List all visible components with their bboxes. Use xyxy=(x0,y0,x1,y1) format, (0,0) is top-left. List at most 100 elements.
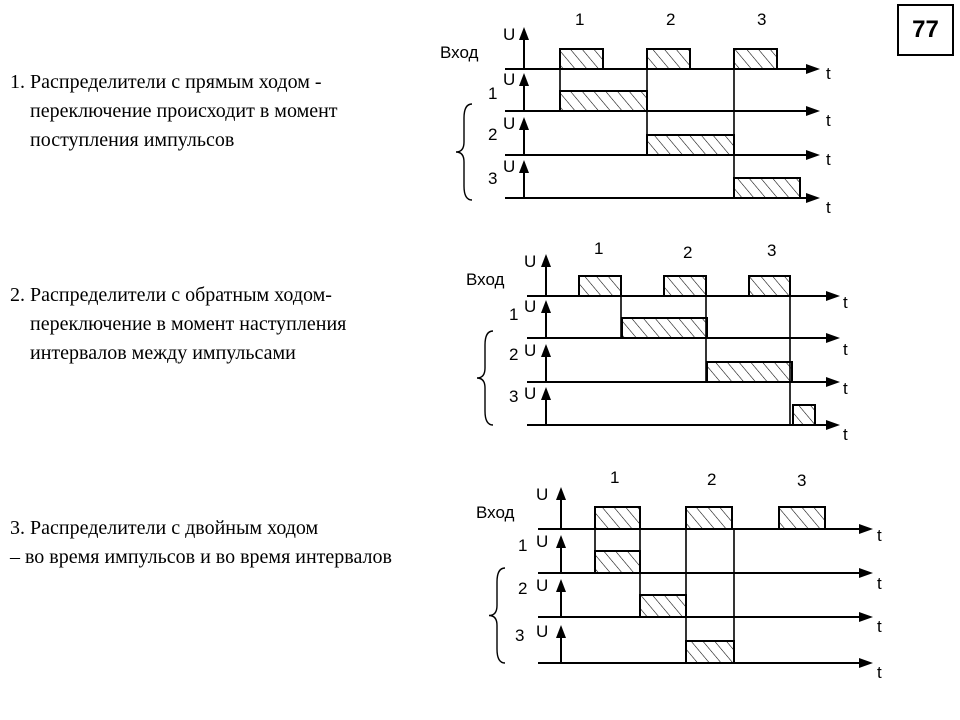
diagram-2-output-brace xyxy=(476,330,494,426)
section-3-line-1: 3. Распределители с двойным ходом xyxy=(10,517,319,539)
diagram-2-u-label-2: U xyxy=(524,341,536,360)
diagram-1-input-pulse-2 xyxy=(646,48,691,70)
diagram-1-u-label-3: U xyxy=(503,157,515,176)
diagram-1-output-brace xyxy=(455,103,473,201)
section-2-line-1: 2. Распределители с обратным ходом- xyxy=(10,284,332,306)
diagram-1-u-axis-3-arrow xyxy=(519,160,529,173)
section-2-line-3: интервалов между импульсами xyxy=(30,342,296,364)
diagram-2-time-axis-1-arrow xyxy=(826,333,840,343)
diagram-2-output-number-2: 2 xyxy=(509,345,518,364)
diagram-3-u-label-3: U xyxy=(536,622,548,641)
diagram-1-time-axis-1-arrow xyxy=(806,106,820,116)
diagram-1-t-label-2: t xyxy=(826,150,831,169)
diagram-1-time-axis-2-arrow xyxy=(806,150,820,160)
diagram-1-t-label-0: t xyxy=(826,64,831,83)
diagram-3-t-label-1: t xyxy=(877,574,882,593)
diagram-2-input-pulse-1 xyxy=(578,275,622,297)
diagram-2-u-label-3: U xyxy=(524,384,536,403)
diagram-1-u-axis-0-arrow xyxy=(519,27,529,40)
diagram-1-output-2-pulse-1 xyxy=(646,134,735,156)
diagram-1-pulse-number-2: 2 xyxy=(666,10,675,29)
diagram-2-u-axis-0-arrow xyxy=(541,254,551,267)
diagram-1-output-number-3: 3 xyxy=(488,169,497,188)
diagram-1-time-axis-3-arrow xyxy=(806,193,820,203)
diagram-2-output-1-pulse-1 xyxy=(621,317,708,339)
diagram-2-time-axis-3-arrow xyxy=(826,420,840,430)
diagram-3-time-axis-2-arrow xyxy=(859,612,873,622)
diagram-3-t-label-0: t xyxy=(877,526,882,545)
diagram-3-input-pulse-1 xyxy=(594,506,641,530)
diagram-1-input-pulse-1 xyxy=(559,48,604,70)
section-2-description: 2. Распределители с обратным ходом- пере… xyxy=(10,281,346,368)
diagram-3-u-axis-1-arrow xyxy=(556,535,566,548)
diagram-2-input-label: Вход xyxy=(466,270,505,289)
diagram-3-input-pulse-2 xyxy=(685,506,733,530)
diagram-1-t-label-1: t xyxy=(826,111,831,130)
diagram-2-output-number-3: 3 xyxy=(509,387,518,406)
diagram-1-output-number-2: 2 xyxy=(488,125,497,144)
diagram-3-u-label-2: U xyxy=(536,576,548,595)
diagram-2-output-number-1: 1 xyxy=(509,305,518,324)
diagram-3-pulse-number-1: 1 xyxy=(610,468,619,487)
diagram-2-t-label-1: t xyxy=(843,340,848,359)
section-1-line-3: поступления импульсов xyxy=(30,129,235,151)
diagram-3-output-3-pulse-1 xyxy=(685,640,735,664)
page-number-badge: 77 xyxy=(897,4,954,56)
diagram-3-u-axis-3-arrow xyxy=(556,625,566,638)
diagram-2-output-2-pulse-1 xyxy=(706,361,793,383)
diagram-3-time-axis-1-arrow xyxy=(859,568,873,578)
diagram-3-u-label-0: U xyxy=(536,485,548,504)
diagram-2-time-axis-2-arrow xyxy=(826,377,840,387)
page-number: 77 xyxy=(912,16,939,43)
diagram-3-u-axis-0-arrow xyxy=(556,487,566,500)
diagram-2-pulse-number-3: 3 xyxy=(767,241,776,260)
diagram-2-t-label-3: t xyxy=(843,425,848,444)
diagram-3-time-axis-3-arrow xyxy=(859,658,873,668)
diagram-3-u-axis-2-arrow xyxy=(556,579,566,592)
section-1-line-2: переключение происходит в момент xyxy=(30,100,338,122)
diagram-2-output-3-pulse-1 xyxy=(792,404,816,426)
diagram-1-u-label-1: U xyxy=(503,70,515,89)
diagram-2-input-pulse-2 xyxy=(663,275,707,297)
section-1-description: 1. Распределители с прямым ходом - перек… xyxy=(10,68,338,155)
diagram-3-time-axis-0-arrow xyxy=(859,524,873,534)
diagram-1-input-pulse-3 xyxy=(733,48,778,70)
diagram-1-pulse-number-1: 1 xyxy=(575,10,584,29)
diagram-3-u-label-1: U xyxy=(536,532,548,551)
diagram-1-time-axis-0-arrow xyxy=(806,64,820,74)
diagram-3-output-brace xyxy=(488,567,506,664)
diagram-1-output-1-pulse-1 xyxy=(559,90,648,112)
diagram-3-output-number-3: 3 xyxy=(515,626,524,645)
section-3-line-2: – во время импульсов и во время интервал… xyxy=(10,546,392,568)
diagram-1-output-number-1: 1 xyxy=(488,84,497,103)
diagram-2-u-label-0: U xyxy=(524,252,536,271)
diagram-2-time-axis-0-arrow xyxy=(826,291,840,301)
diagram-2-u-axis-3-arrow xyxy=(541,387,551,400)
diagram-3-output-number-1: 1 xyxy=(518,536,527,555)
diagram-3-t-label-2: t xyxy=(877,617,882,636)
diagram-3-output-1-pulse-1 xyxy=(594,550,641,574)
diagram-3-input-pulse-3 xyxy=(778,506,826,530)
diagram-1-u-axis-1-arrow xyxy=(519,73,529,86)
diagram-3-output-number-2: 2 xyxy=(518,579,527,598)
diagram-2-u-label-1: U xyxy=(524,297,536,316)
section-3-description: 3. Распределители с двойным ходом – во в… xyxy=(10,514,392,572)
diagram-3-pulse-number-3: 3 xyxy=(797,471,806,490)
diagram-2-u-axis-1-arrow xyxy=(541,300,551,313)
diagram-1-input-label: Вход xyxy=(440,43,479,62)
diagram-1-output-3-pulse-1 xyxy=(733,177,801,199)
diagram-1-u-label-2: U xyxy=(503,114,515,133)
diagram-2-pulse-number-2: 2 xyxy=(683,243,692,262)
diagram-2-u-axis-2-arrow xyxy=(541,344,551,357)
diagram-3-pulse-number-2: 2 xyxy=(707,470,716,489)
diagram-3-output-2-pulse-1 xyxy=(639,594,687,618)
diagram-2-t-label-2: t xyxy=(843,379,848,398)
diagram-1-t-label-3: t xyxy=(826,198,831,217)
diagram-2-input-pulse-3 xyxy=(748,275,791,297)
diagram-2-t-label-0: t xyxy=(843,293,848,312)
section-2-line-2: переключение в момент наступления xyxy=(30,313,347,335)
diagram-1-u-label-0: U xyxy=(503,25,515,44)
diagram-2-pulse-number-1: 1 xyxy=(594,239,603,258)
diagram-1-u-axis-2-arrow xyxy=(519,117,529,130)
